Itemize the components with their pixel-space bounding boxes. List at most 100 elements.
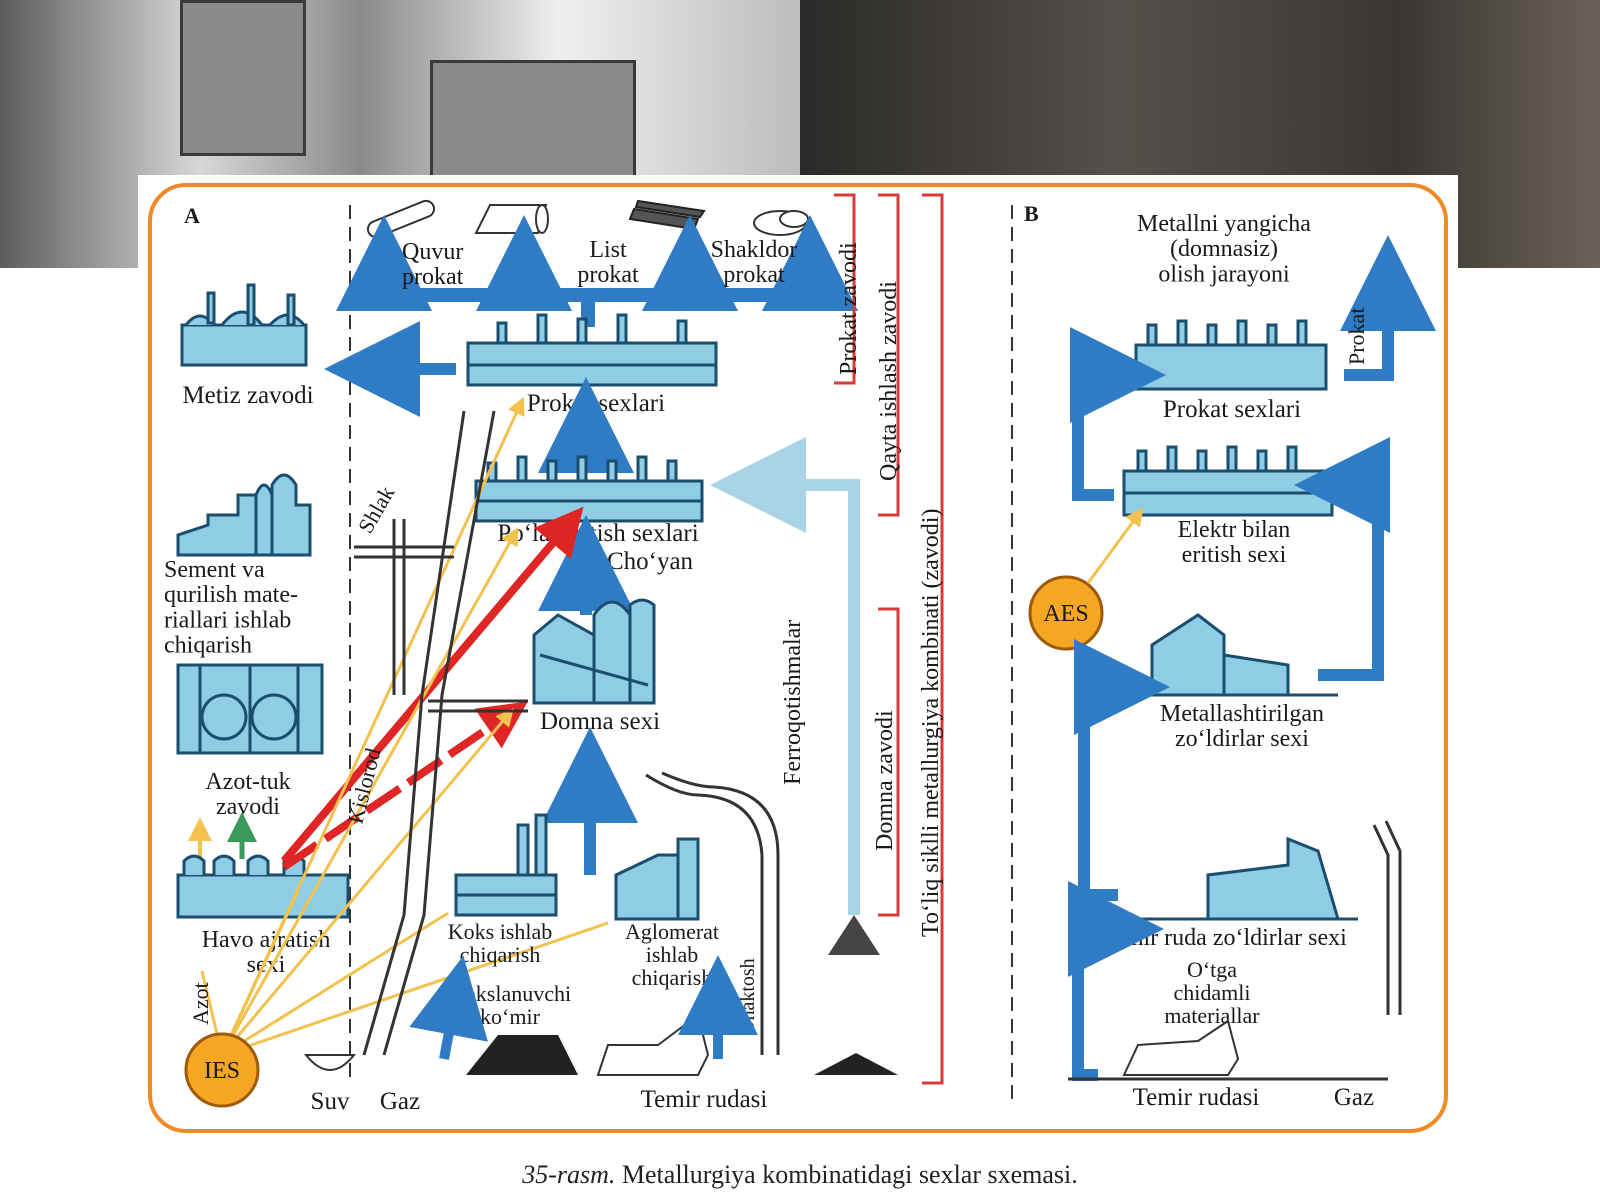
text-line: eritish sexi [1182,542,1287,568]
text-line: (domnasiz) [1170,236,1278,262]
b-pellet-label: Temir ruda zo‘ldirlar sexi [1101,925,1347,951]
text-line: Koks ishlab [448,919,553,944]
sinter-plant-icon [614,837,700,921]
text-line: Azot-tuk [205,769,290,795]
bracket-full-cycle [922,193,944,1085]
cement-plant-icon [176,473,312,557]
b-excavator-icon [1122,1019,1240,1076]
rolling-plant-bracket-label: Prokat zavodi [836,242,862,375]
ies-label: IES [204,1058,240,1084]
text-line: olish jarayoni [1158,261,1290,287]
limestone-label: Ohaktosh [737,958,759,1035]
full-cycle-bracket-label: To‘liq siklli metallurgiya kombinati (za… [918,509,944,937]
blast-furnace-label: Domna sexi [540,708,660,735]
text-line: chiqarish [164,633,252,659]
figure-caption: 35-rasm. Metallurgiya kombinatidagi sexl… [0,1160,1600,1190]
panel-b-title: Metallni yangicha(domnasiz)olish jarayon… [1137,211,1311,287]
text-line: riallari ishlab [164,607,291,633]
caption-text: Metallurgiya kombinatidagi sexlar sxemas… [615,1160,1078,1189]
aes-energy-arrow [1086,507,1144,584]
text-line: List [589,237,627,263]
text-line: materiallar [1164,1003,1260,1028]
gas-input-label-a: Gaz [380,1088,420,1115]
blast-furnace-building [532,598,656,705]
b-product-label: Prokat [1344,308,1369,365]
rolling-shop-label: Prokat sexlari [527,390,665,417]
nitrogen-plant-icon [176,663,324,755]
b-gas-input-label: Gaz [1334,1084,1374,1111]
caption-number: 35-rasm. [522,1160,616,1189]
gas-pipeline [362,410,496,1056]
b-rolling-label: Prokat sexlari [1163,396,1301,423]
slag-conveyor [354,519,528,713]
panel-a-letter: A [184,203,200,228]
pigiron-label: Cho‘yan [607,548,694,575]
b-pellet-building [1128,836,1358,921]
text-line: prokat [723,262,785,288]
text-line: ko‘mir [480,1004,541,1029]
aes-label: AES [1043,601,1088,627]
ferroalloys-arrow [710,437,860,915]
letter-block-decoration [180,0,306,156]
text-line: Kokslanuvchi [449,981,571,1006]
coil-product-icon [753,210,809,236]
text-line: prokat [402,264,464,290]
aes-power-plant [1028,575,1104,651]
metiz-plant-label: Metiz zavodi [182,382,313,409]
b-gas-pipe [1372,820,1402,1015]
b-iron-ore-input-label: Temir rudasi [1133,1084,1260,1111]
panel-b-letter: B [1024,201,1039,226]
ies-power-plant [184,1032,260,1108]
sheet-product-icon [474,204,549,234]
text-line: ishlab [646,942,699,967]
text-line: zavodi [216,794,280,820]
b-product-arrow [1340,235,1436,381]
text-line: zo‘ldirlar sexi [1175,726,1309,752]
oxygen-to-blast-arrow [281,701,528,871]
text-line: O‘tga [1187,957,1237,982]
coke-plant-icon [454,813,558,917]
ore-heap-icon [814,1053,898,1075]
blast-plant-bracket-label: Domna zavodi [872,710,898,851]
text-line: chidamli [1174,980,1251,1005]
text-line: qurilish mate- [164,582,298,608]
b-metallized-to-electric-arrow [1294,437,1390,681]
water-bowl-icon [303,1054,357,1071]
bracket-rolling-plant [834,193,856,385]
bracket-blast-plant [878,607,900,917]
text-line: Elektr bilan [1178,517,1291,543]
coal-to-coke-arrow [409,955,488,1060]
b-electric-to-rolling-arrow [1070,327,1166,501]
text-line: Metallashtirilgan [1160,701,1324,727]
metiz-plant-icon [180,283,308,367]
nitrogen-gas-label: Azot [188,982,213,1025]
railway-track [645,771,780,1055]
recycling-bracket-label: Qayta ishlash zavodi [876,281,902,481]
text-line: Havo ajratish [202,927,331,953]
text-line: Shakldor [711,237,798,263]
text-line: chiqarish [460,942,541,967]
text-line: prokat [577,262,639,288]
text-line: Aglomerat [625,919,719,944]
water-input-label: Suv [311,1088,350,1115]
steel-shop-label: Po‘lat eritish sexlari [497,520,698,547]
bracket-recycling [878,193,900,517]
ferroalloys-label: Ferroqotishmalar [780,620,806,785]
b-ore-to-pellet-arrow [1068,881,1164,1081]
text-line: Sement va [164,557,265,583]
text-line: Metallni yangicha [1137,211,1311,237]
iron-ore-input-label-a: Temir rudasi [641,1086,768,1113]
coal-heap-icon [466,1035,578,1075]
brackets [834,193,944,1085]
